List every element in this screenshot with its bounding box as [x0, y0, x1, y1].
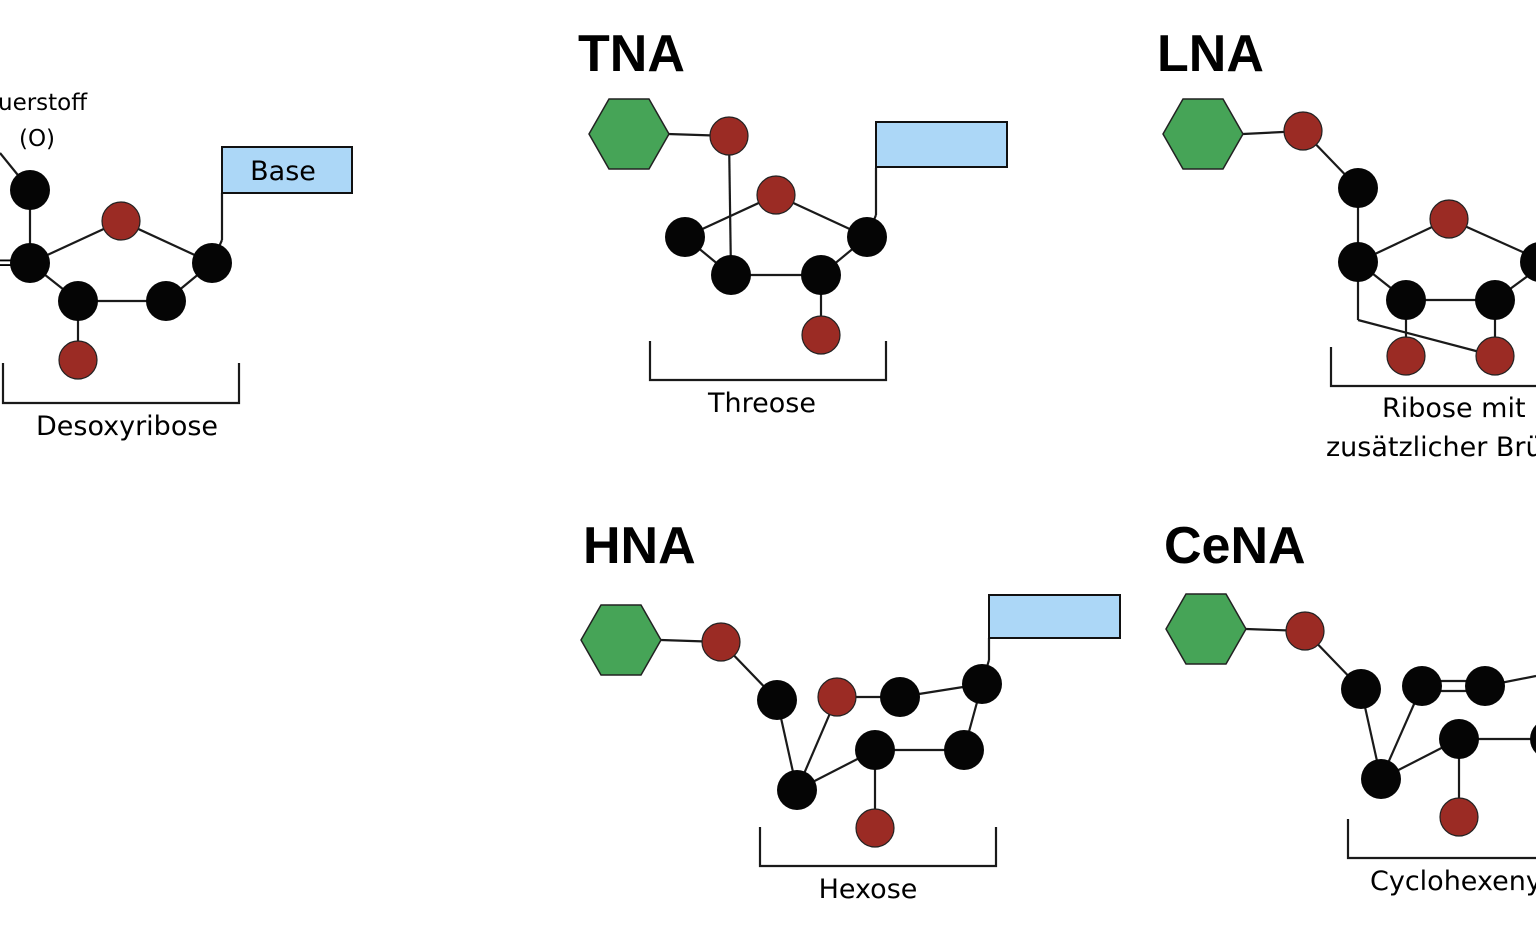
carbon-atom [1361, 759, 1401, 799]
oxygen-atom [58, 340, 98, 380]
dna-panel: uerstoff (O) = Base Desoxyribose [0, 90, 353, 442]
hna-bonds [660, 638, 991, 828]
carbon-atom [1439, 719, 1479, 759]
sugar-label: Cyclohexeny [1370, 866, 1536, 897]
sugar-label: Threose [707, 388, 816, 419]
partial-label: = [0, 250, 13, 276]
lna-bonds [1242, 129, 1536, 358]
carbon-atom [962, 664, 1002, 704]
oxygen-atom [1386, 336, 1426, 376]
carbon-atom [1530, 724, 1536, 754]
carbon-atom [801, 255, 841, 295]
cena-panel: CeNA Cyclohexeny [1164, 517, 1536, 897]
tna-panel: TNA Threose [578, 25, 1008, 419]
carbon-atom [1338, 168, 1378, 208]
oxygen-atom [855, 808, 895, 848]
lna-panel: LNA Ribose mit zusätzlicher Brü [1157, 25, 1536, 463]
carbon-atom [1402, 666, 1442, 706]
oxygen-atom [709, 116, 749, 156]
lna-title: LNA [1157, 25, 1264, 83]
sugar-bracket [1, 363, 241, 405]
carbon-atom [146, 281, 186, 321]
oxygen-atom [1285, 611, 1325, 651]
base-label: Base [250, 156, 316, 187]
carbon-atom [1338, 242, 1378, 282]
oxygen-atom [1429, 199, 1469, 239]
sugar-label: Desoxyribose [36, 411, 218, 442]
phosphate-hexagon [1165, 593, 1247, 665]
carbon-atom [880, 677, 920, 717]
phosphate-hexagon [580, 604, 662, 676]
carbon-atom [192, 243, 232, 283]
oxygen-legend-symbol: (O) [19, 126, 55, 152]
oxygen-atom [701, 622, 741, 662]
sugar-label: Hexose [819, 874, 918, 905]
oxygen-atom [817, 677, 857, 717]
cena-title: CeNA [1164, 517, 1306, 575]
carbon-atom [1465, 666, 1505, 706]
hna-panel: HNA Hexose [580, 517, 1121, 905]
carbon-atom [58, 281, 98, 321]
sugar-bracket [758, 827, 998, 868]
carbon-atom [711, 255, 751, 295]
carbon-atom [665, 217, 705, 257]
oxygen-atom [1283, 111, 1323, 151]
sugar-bracket [648, 341, 888, 382]
carbon-atom [10, 243, 50, 283]
oxygen-atom [801, 315, 841, 355]
base-box [875, 121, 1008, 168]
oxygen-atom [1475, 336, 1515, 376]
carbon-atom [777, 770, 817, 810]
base-box [988, 594, 1121, 639]
carbon-atom [10, 170, 50, 210]
oxygen-atom [1439, 797, 1479, 837]
carbon-atom [944, 730, 984, 770]
oxygen-legend-label: uerstoff [0, 90, 88, 116]
phosphate-hexagon [1162, 98, 1244, 170]
carbon-atom [855, 730, 895, 770]
oxygen-atom [101, 201, 141, 241]
carbon-atom [1520, 242, 1536, 282]
carbon-atom [1386, 280, 1426, 320]
carbon-atom [1341, 669, 1381, 709]
carbon-atom [757, 680, 797, 720]
carbon-atom [1475, 280, 1515, 320]
sugar-bracket [1346, 819, 1536, 860]
sugar-bracket [1329, 347, 1536, 388]
base-box [221, 146, 353, 194]
hna-title: HNA [583, 517, 696, 575]
tna-title: TNA [578, 25, 685, 83]
phosphate-hexagon [588, 98, 670, 170]
sugar-label-line1: Ribose mit [1382, 393, 1526, 424]
carbon-atom [847, 217, 887, 257]
sugar-label-line2: zusätzlicher Brü [1326, 432, 1536, 463]
oxygen-atom [756, 175, 796, 215]
